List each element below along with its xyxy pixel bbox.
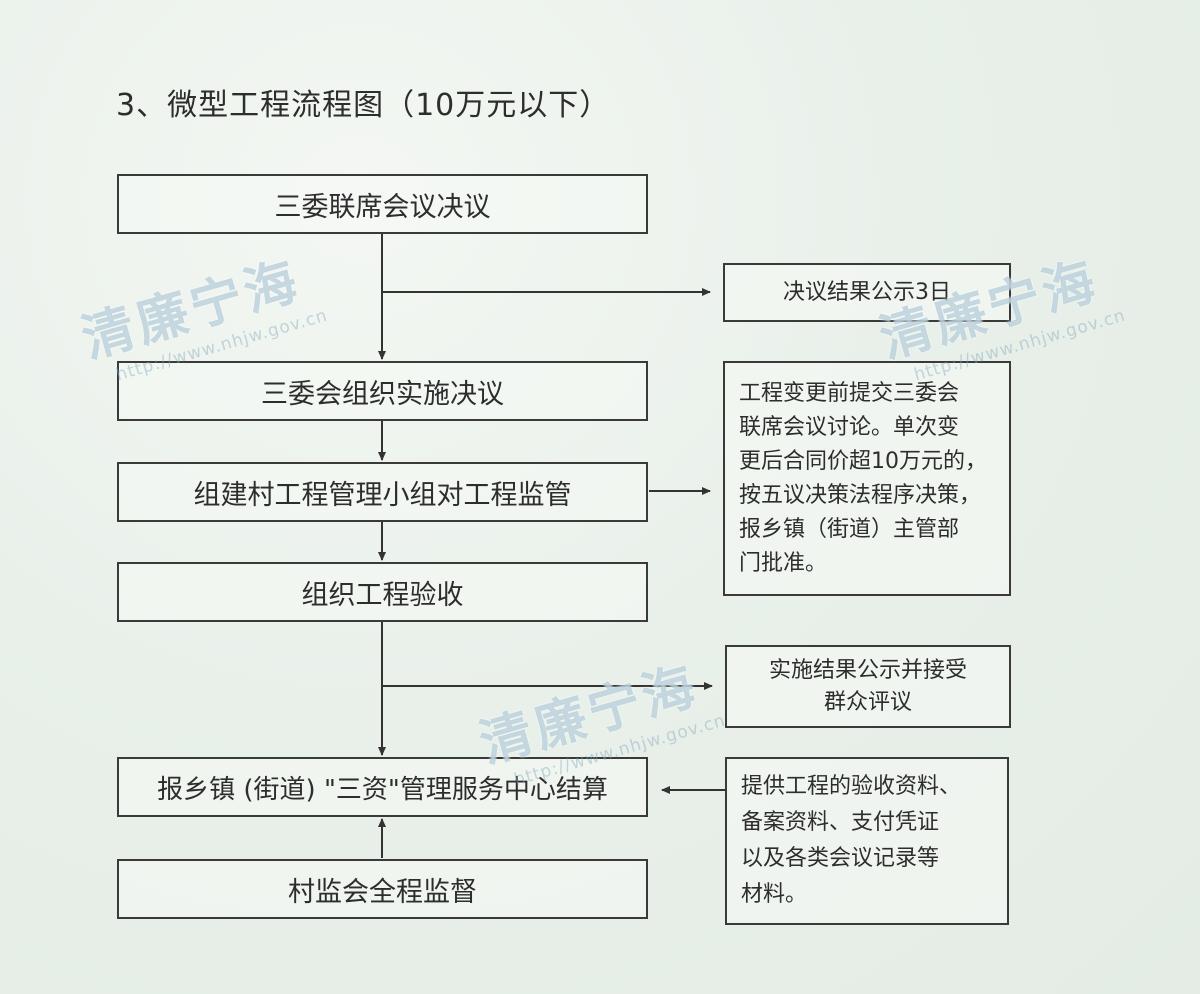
note-materials: 提供工程的验收资料、 备案资料、支付凭证 以及各类会议记录等 材料。	[725, 757, 1009, 925]
note-publicize-decision: 决议结果公示3日	[723, 263, 1011, 322]
page-title: 3、微型工程流程图（10万元以下）	[116, 88, 611, 123]
note-change-approval: 工程变更前提交三委会 联席会议讨论。单次变 更后合同价超10万元的， 按五议决策…	[723, 361, 1011, 596]
note-text: 提供工程的验收资料、 备案资料、支付凭证 以及各类会议记录等 材料。	[741, 774, 962, 907]
step-label: 组建村工程管理小组对工程监管	[193, 479, 572, 511]
step-label: 报乡镇 (街道) "三资"管理服务中心结算	[157, 774, 608, 805]
flow-step-implement: 三委会组织实施决议	[117, 361, 648, 421]
flow-step-joint-meeting: 三委联席会议决议	[117, 174, 648, 234]
flow-step-oversight: 村监会全程监督	[117, 859, 648, 919]
step-label: 三委会组织实施决议	[261, 378, 504, 410]
note-publicize-result: 实施结果公示并接受 群众评议	[725, 645, 1011, 728]
note-text: 决议结果公示3日	[783, 279, 951, 305]
flow-step-acceptance: 组织工程验收	[117, 562, 648, 622]
step-label: 村监会全程监督	[288, 876, 477, 908]
note-text: 实施结果公示并接受 群众评议	[768, 657, 967, 715]
note-text: 工程变更前提交三委会 联席会议讨论。单次变 更后合同价超10万元的， 按五议决策…	[739, 380, 987, 576]
step-label: 三委联席会议决议	[274, 191, 491, 223]
step-label: 组织工程验收	[301, 579, 464, 611]
flow-step-settlement: 报乡镇 (街道) "三资"管理服务中心结算	[117, 757, 648, 817]
flow-step-supervision-group: 组建村工程管理小组对工程监管	[117, 462, 648, 522]
